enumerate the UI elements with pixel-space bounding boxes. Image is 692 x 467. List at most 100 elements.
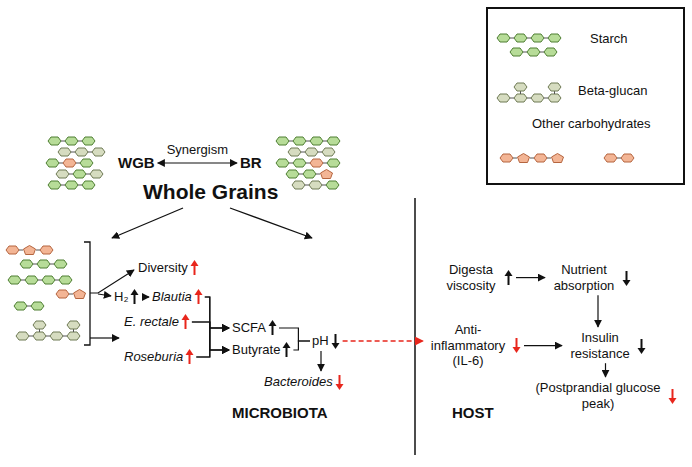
- edge-label: Synergism: [165, 142, 230, 158]
- legend-label: Other carbohydrates: [532, 116, 651, 132]
- fork-arrow: [98, 294, 111, 296]
- hexagon-unit: [20, 260, 33, 268]
- hexagon-unit: [286, 170, 299, 178]
- hexagon-unit: [25, 276, 38, 284]
- hexagon-unit: [54, 260, 67, 268]
- text-node: Nutrient absorption: [548, 262, 631, 293]
- hexagon-unit: [514, 83, 527, 91]
- hexagon-unit: [59, 276, 72, 284]
- node-text: pH: [312, 333, 329, 349]
- node-text: H₂: [114, 289, 128, 305]
- pentagon-unit: [518, 154, 530, 163]
- decrease-arrow: [335, 374, 344, 390]
- hexagon-unit: [548, 94, 561, 102]
- hexagon-unit: [303, 170, 316, 178]
- text-node: (Postprandial glucose peak): [530, 380, 677, 411]
- hexagon-unit: [92, 148, 105, 156]
- legend-label: Beta-glucan: [578, 83, 647, 99]
- hexagon-unit: [293, 137, 306, 145]
- hexagon-unit: [37, 260, 50, 268]
- decrease-arrow: [512, 337, 521, 353]
- hexagon-unit: [309, 181, 322, 189]
- hexagon-unit: [276, 137, 289, 145]
- text-node: Anti-inflammatory (IL-6): [426, 322, 521, 369]
- hexagon-unit: [6, 246, 19, 254]
- arrow-head: [331, 343, 339, 349]
- hexagon-unit: [67, 321, 80, 329]
- text-node: WGB: [118, 154, 155, 172]
- hexagon-unit: [310, 137, 323, 145]
- decrease-arrow: [668, 388, 677, 404]
- node-text: Butyrate: [232, 342, 280, 358]
- flow-arrow: [112, 208, 183, 238]
- text-node: H₂: [114, 289, 139, 305]
- hexagon-unit: [544, 48, 557, 56]
- glycosidic-link: [513, 158, 517, 159]
- flow-arrow: [90, 337, 119, 338]
- hexagon-unit: [292, 181, 305, 189]
- hexagon-unit: [310, 159, 323, 167]
- connector: [192, 322, 229, 328]
- decrease-arrow: [331, 333, 340, 349]
- hexagon-unit: [16, 332, 29, 340]
- connector: [516, 277, 545, 278]
- hexagon-unit: [288, 148, 301, 156]
- hexagon-unit: [327, 137, 340, 145]
- legend-label: Starch: [590, 31, 628, 47]
- section-label: MICROBIOTA: [232, 404, 328, 422]
- hexagon-unit: [58, 148, 71, 156]
- hexagon-unit: [514, 94, 527, 102]
- hexagon-unit: [527, 48, 540, 56]
- connector: [196, 350, 229, 357]
- node-text: E. rectale: [124, 314, 179, 330]
- glycosidic-link: [69, 294, 73, 295]
- arrow-head: [505, 270, 513, 276]
- node-text: Roseburia: [124, 349, 183, 365]
- increase-arrow: [194, 289, 203, 305]
- increase-arrow: [130, 289, 139, 305]
- arrow-head: [268, 320, 276, 326]
- hexagon-unit: [90, 170, 103, 178]
- hexagon-unit: [548, 83, 561, 91]
- decrease-arrow: [637, 338, 646, 354]
- node-text: BR: [240, 154, 262, 172]
- text-node: Insulin resistance: [565, 330, 646, 361]
- node-text: Digesta viscosity: [440, 262, 502, 293]
- hexagon-unit: [56, 170, 69, 178]
- arrow-head: [194, 289, 202, 295]
- hexagon-unit: [33, 332, 46, 340]
- arrow-head: [190, 260, 198, 266]
- hexagon-unit: [276, 159, 289, 167]
- glycosidic-link: [19, 250, 23, 251]
- connector: [205, 297, 229, 328]
- hexagon-unit: [42, 276, 55, 284]
- hexagon-unit: [31, 302, 44, 310]
- node-text: Diversity: [138, 260, 188, 276]
- glycosidic-link: [547, 158, 551, 159]
- hexagon-unit: [63, 159, 76, 167]
- carbohydrate-glyphs: [6, 34, 634, 340]
- hexagon-unit: [33, 321, 46, 329]
- hexagon-unit: [82, 181, 95, 189]
- text-node: Roseburia: [124, 349, 194, 365]
- hexagon-unit: [305, 148, 318, 156]
- hexagon-unit: [65, 137, 78, 145]
- arrow-head: [131, 289, 139, 295]
- hexagon-unit: [500, 154, 513, 162]
- hexagon-unit: [65, 181, 78, 189]
- text-node: Whole Grains: [143, 179, 278, 204]
- arrow-head: [638, 348, 646, 354]
- text-node: Butyrate: [232, 342, 291, 358]
- hexagon-unit: [327, 159, 340, 167]
- connector: [597, 295, 598, 327]
- node-text: WGB: [118, 154, 155, 172]
- text-node: Diversity: [138, 260, 199, 276]
- hexagon-unit: [514, 34, 527, 42]
- hexagon-unit: [534, 154, 547, 162]
- hexagon-unit: [497, 34, 510, 42]
- text-node: SCFA: [232, 320, 277, 336]
- increase-arrow: [181, 314, 190, 330]
- node-text: Anti-inflammatory (IL-6): [426, 322, 510, 369]
- section-label: HOST: [452, 404, 494, 422]
